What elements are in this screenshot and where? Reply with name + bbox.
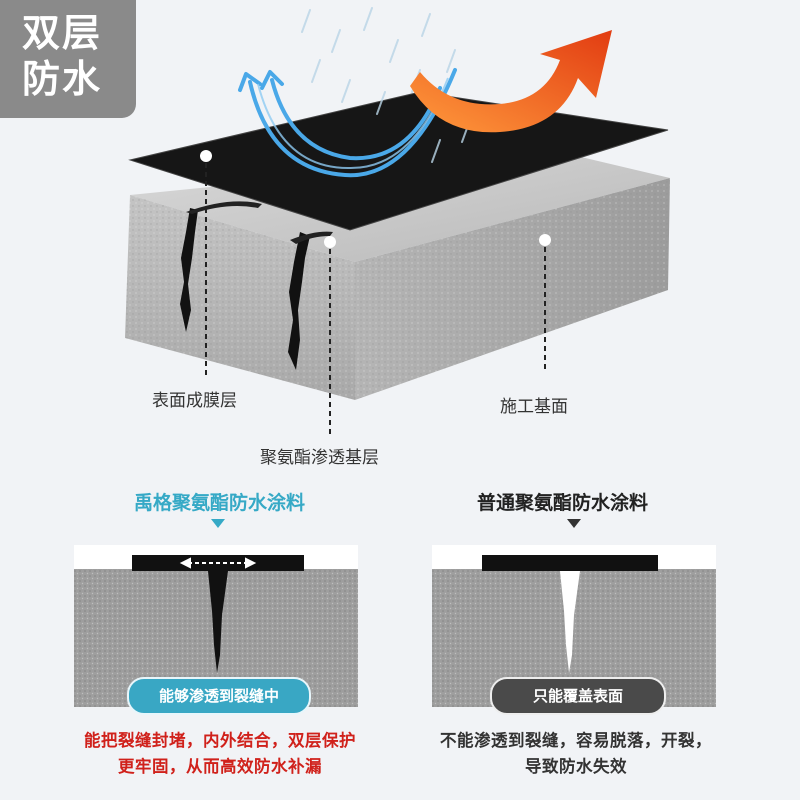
badge-line-1: 双层: [22, 11, 103, 55]
right-caption: 不能渗透到裂缝，容易脱落，开裂， 导致防水失效: [406, 728, 746, 780]
badge-line-2: 防水: [22, 57, 103, 101]
crack-top: [186, 201, 262, 214]
label-base: 施工基面: [500, 397, 568, 417]
right-pill: 只能覆盖表面: [490, 677, 666, 715]
label-surface-film: 表面成膜层: [152, 391, 237, 411]
triangle-down-icon: [567, 519, 581, 528]
double-arrow-icon: [179, 557, 257, 569]
water-arrows-icon: [238, 68, 457, 178]
right-title: 普通聚氨酯防水涂料: [477, 492, 649, 514]
membrane-sheet: [128, 91, 669, 231]
triangle-down-icon: [211, 519, 225, 528]
crack-right: [288, 232, 310, 370]
marker-dot-icon: [200, 150, 551, 248]
label-penetration: 聚氨酯渗透基层: [260, 448, 379, 468]
double-layer-badge: 双层 防水: [0, 0, 136, 118]
right-caption-line-1: 不能渗透到裂缝，容易脱落，开裂，: [440, 731, 712, 750]
left-caption-line-1: 能把裂缝封堵，内外结合，双层保护: [84, 731, 356, 750]
left-caption-line-2: 更牢固，从而高效防水补漏: [118, 757, 322, 776]
left-title: 禹格聚氨酯防水涂料: [134, 492, 306, 514]
left-pill: 能够渗透到裂缝中: [127, 677, 311, 715]
right-caption-line-2: 导致防水失效: [525, 757, 627, 776]
left-caption: 能把裂缝封堵，内外结合，双层保护 更牢固，从而高效防水补漏: [40, 728, 400, 780]
heat-arrow-icon: [410, 30, 612, 133]
layer-diagram: [125, 7, 670, 435]
crack-left: [180, 208, 198, 332]
